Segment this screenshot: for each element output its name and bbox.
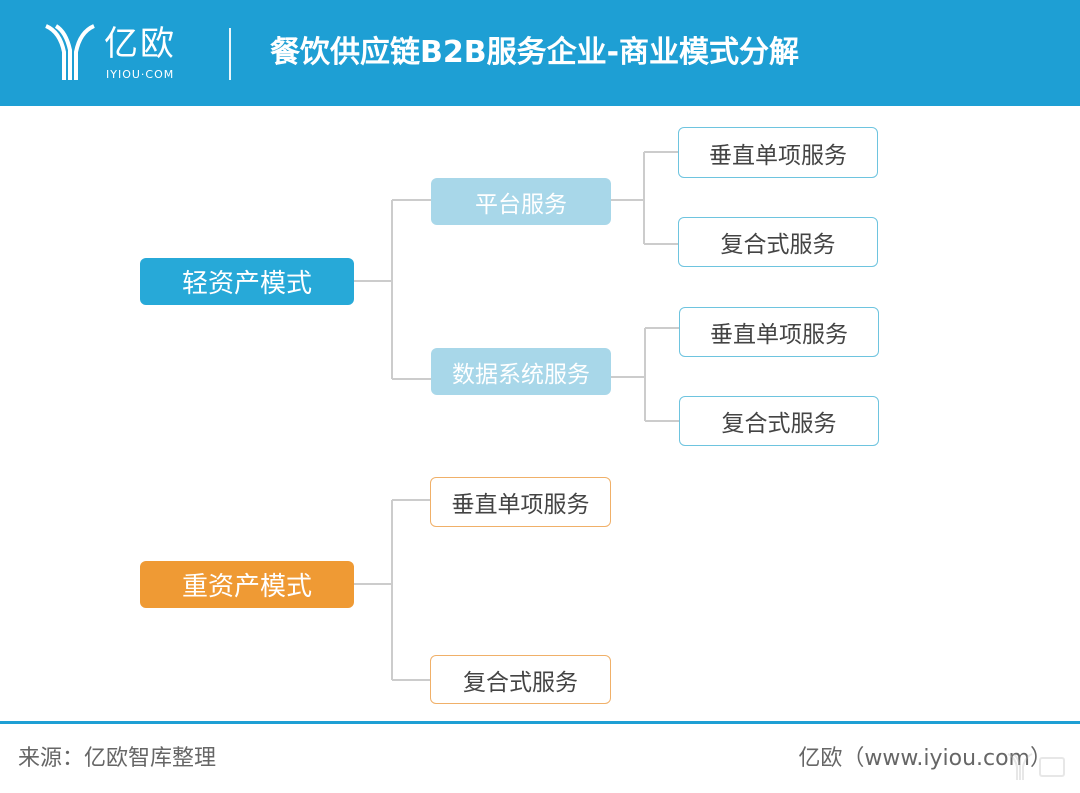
data-system-service-label: 数据系统服务: [452, 361, 590, 388]
logo-text-cn: 亿欧: [104, 24, 176, 64]
data-system-service-node: 数据系统服务: [431, 348, 611, 395]
heavy-asset-mode-node: 重资产模式: [140, 561, 354, 608]
iyiou-watermark-icon: [1007, 753, 1065, 780]
heavy-composite-service-node: 复合式服务: [430, 655, 611, 704]
page-title: 餐饮供应链B2B服务企业-商业模式分解: [270, 35, 800, 70]
header-divider: [229, 28, 231, 80]
data-system-composite-service-label: 复合式服务: [721, 411, 837, 437]
site-credit: 亿欧（www.iyiou.com）: [798, 746, 1052, 771]
light-asset-mode-label: 轻资产模式: [181, 269, 312, 299]
heavy-composite-service-label: 复合式服务: [463, 669, 578, 696]
platform-service-node: 平台服务: [431, 178, 611, 225]
data-system-vertical-service-node: 垂直单项服务: [679, 307, 879, 357]
tree-connectors: [354, 151, 679, 681]
logo-text-en: IYIOU·COM: [106, 68, 175, 81]
header-bar: 亿欧 IYIOU·COM 餐饮供应链B2B服务企业-商业模式分解: [0, 0, 1080, 106]
heavy-asset-mode-label: 重资产模式: [181, 572, 312, 602]
platform-service-label: 平台服务: [475, 191, 567, 218]
source-note: 来源：亿欧智库整理: [18, 746, 217, 771]
platform-vertical-service-label: 垂直单项服务: [709, 142, 847, 169]
platform-composite-service-node: 复合式服务: [678, 217, 878, 267]
iyiou-logo: 亿欧 IYIOU·COM: [44, 18, 194, 86]
iyiou-logo-icon: [45, 24, 95, 80]
platform-composite-service-label: 复合式服务: [720, 232, 836, 258]
data-system-composite-service-node: 复合式服务: [679, 396, 879, 446]
data-system-vertical-service-label: 垂直单项服务: [710, 322, 848, 348]
heavy-vertical-service-label: 垂直单项服务: [451, 492, 590, 518]
platform-vertical-service-node: 垂直单项服务: [678, 127, 878, 178]
footer-divider: [0, 721, 1080, 724]
heavy-vertical-service-node: 垂直单项服务: [430, 477, 611, 527]
light-asset-mode-node: 轻资产模式: [140, 258, 354, 305]
